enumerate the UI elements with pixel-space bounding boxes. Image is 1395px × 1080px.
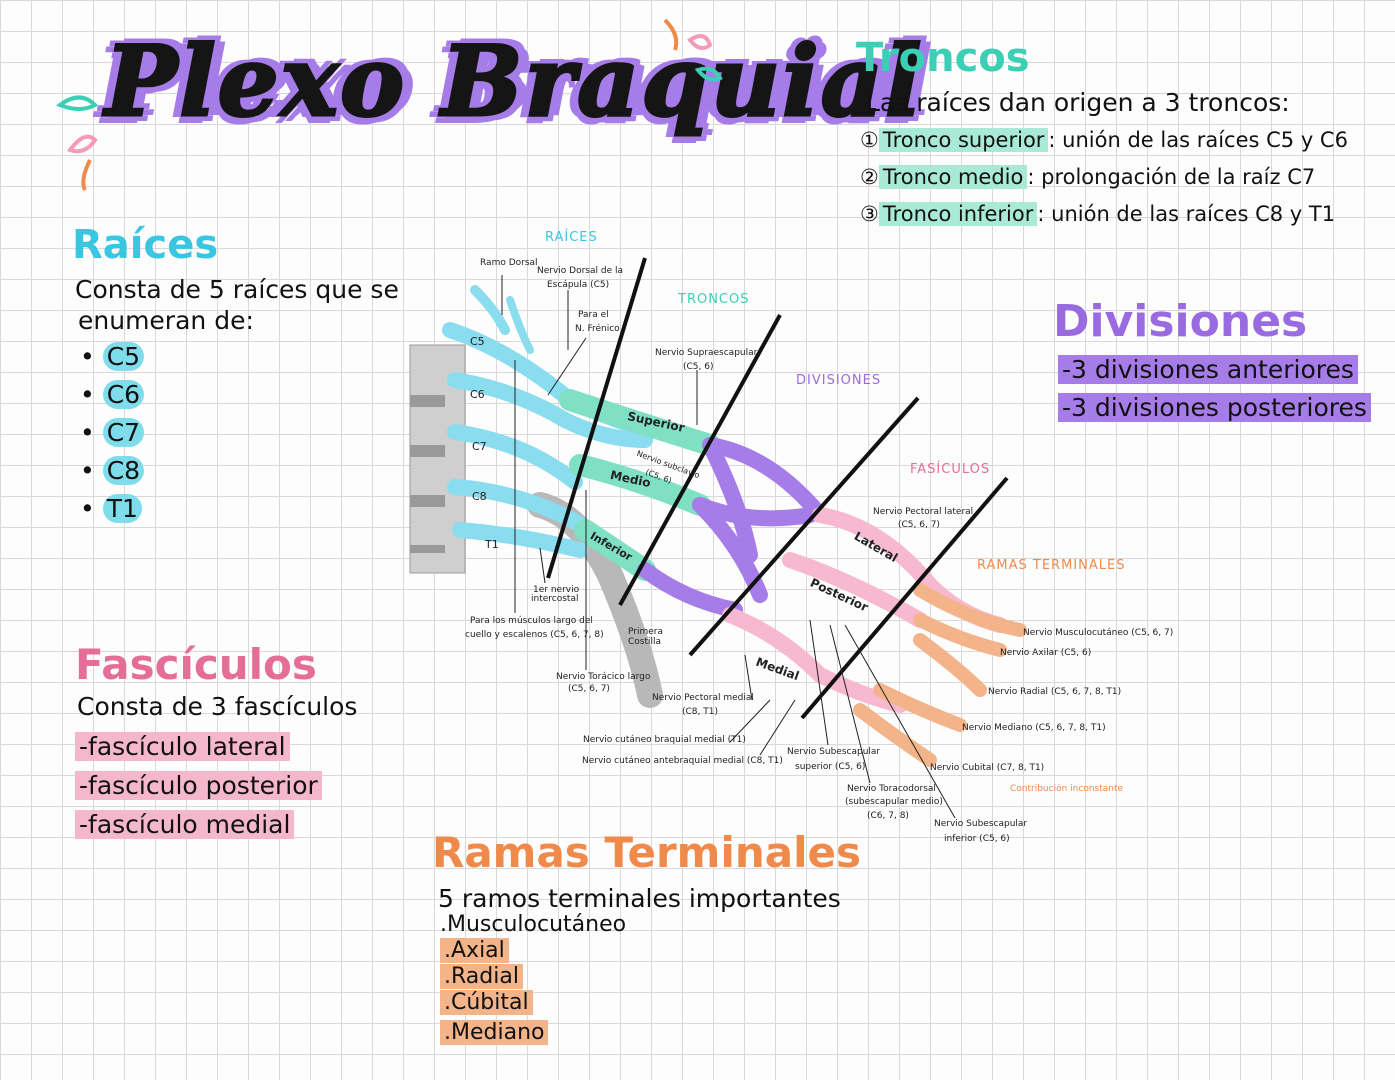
raiz-item: T1 [102, 494, 142, 523]
label-dorsal-escapula-2: Escápula (C5) [547, 280, 610, 290]
label-musculocutaneo: Nervio Musculocutáneo (C5, 6, 7) [1023, 628, 1174, 638]
tronco-name: Tronco inferior [878, 202, 1038, 226]
raices-heading: Raíces [72, 222, 219, 268]
diagram-section-fasciculos: FASÍCULOS [910, 462, 991, 477]
label-toracodorsal-1: Nervio Toracodorsal [847, 784, 936, 794]
divisions [637, 437, 828, 618]
root-label: C7 [472, 440, 487, 453]
label-subescapular-inf-1: Nervio Subescapular [934, 819, 1028, 829]
label-toracodorsal-3: (C6, 7, 8) [867, 811, 909, 821]
label-musculos-1: Para los músculos largo del [470, 616, 593, 626]
label-frenico-1: Para el [578, 310, 609, 320]
root-label: T1 [485, 538, 499, 551]
troncos-heading: Troncos [856, 35, 1030, 81]
troncos-text: Las raíces dan origen a 3 troncos: [866, 88, 1290, 117]
diagram-section-divisiones: DIVISIONES [796, 373, 882, 388]
label-contribucion: Contribución inconstante [1010, 784, 1124, 794]
page-title: Plexo Braquial [103, 24, 924, 140]
label-pectoral-lateral-2: (C5, 6, 7) [898, 520, 940, 530]
label-subescapular-sup-1: Nervio Subescapular [787, 747, 881, 757]
label-toracodorsal-2: (subescapular medio) [845, 797, 943, 807]
rama-item: .Radial [440, 964, 523, 989]
label-musculos-2: cuello y escalenos (C5, 6, 7, 8) [465, 630, 604, 640]
label-cutaneo-antebraquial: Nervio cutáneo antebraquial medial (C8, … [582, 756, 783, 766]
divisiones-list: -3 divisiones anteriores -3 divisiones p… [1058, 355, 1371, 431]
label-pectoral-medial-1: Nervio Pectoral medial [652, 693, 754, 703]
rama-item: .Musculocutáneo [440, 912, 627, 937]
rama-item: .Mediano [440, 1020, 549, 1045]
rama-item: .Axial [440, 938, 509, 963]
raices-text-line2: enumeran de: [78, 306, 254, 335]
label-dorsal-escapula-1: Nervio Dorsal de la [537, 266, 623, 276]
fasciculo-item: -fascículo lateral [75, 732, 290, 761]
diagram-section-ramas: RAMAS TERMINALES [977, 558, 1126, 573]
raiz-item: C8 [102, 456, 145, 485]
label-subescapular-inf-2: inferior (C5, 6) [944, 834, 1010, 844]
tronco-desc: : prolongación de la raíz C7 [1027, 165, 1316, 189]
rama-item: .Cúbital [440, 990, 533, 1015]
fasciculos-list: -fascículo lateral -fascículo posterior … [75, 732, 322, 849]
label-ramo-dorsal: Ramo Dorsal [480, 258, 538, 268]
raices-list: • C5 • C6 • C7 • C8 • T1 [80, 342, 145, 532]
root-label: C5 [470, 335, 485, 348]
tronco-name: Tronco superior [878, 128, 1049, 152]
label-pectoral-medial-2: (C8, T1) [682, 707, 718, 717]
label-supraescapular-2: (C5, 6) [683, 362, 714, 372]
label-subescapular-sup-2: superior (C5, 6) [795, 762, 866, 772]
label-radial: Nervio Radial (C5, 6, 7, 8, T1) [988, 687, 1122, 697]
label-cutaneo-braquial: Nervio cutáneo braquial medial (T1) [583, 735, 746, 745]
ramas-text: 5 ramos terminales importantes [438, 884, 841, 913]
division-item: -3 divisiones anteriores [1058, 355, 1358, 384]
diagram-section-raices: RAÍCES [545, 230, 598, 245]
tronco-num: ① [860, 128, 879, 152]
label-intercostal-2: intercostal [531, 594, 579, 604]
fasciculo-item: -fascículo posterior [75, 771, 322, 800]
label-frenico-2: N. Frénico [575, 324, 620, 334]
label-pectoral-lateral-1: Nervio Pectoral lateral [873, 507, 974, 517]
root-label: C8 [472, 490, 487, 503]
raices-text-line1: Consta de 5 raíces que se [75, 275, 399, 304]
terminal-branches [853, 583, 1027, 767]
label-supraescapular-1: Nervio Supraescapular [655, 348, 758, 358]
label-axilar: Nervio Axilar (C5, 6) [1000, 648, 1092, 658]
raiz-item: C6 [102, 380, 145, 409]
label-toracico-2: (C5, 6, 7) [568, 684, 610, 694]
tronco-desc: : unión de las raíces C8 y T1 [1037, 202, 1336, 226]
fasciculos-text: Consta de 3 fascículos [77, 692, 358, 721]
label-cubital: Nervio Cubital (C7, 8, T1) [930, 763, 1045, 773]
tronco-num: ③ [860, 202, 879, 226]
ramas-list: .Musculocutáneo .Axial .Radial .Cúbital … [440, 912, 626, 1046]
divisiones-heading: Divisiones [1053, 296, 1308, 347]
ramas-heading: Ramas Terminales [432, 828, 861, 877]
division-item: -3 divisiones posteriores [1058, 393, 1371, 422]
diagram-section-troncos: TRONCOS [678, 292, 750, 307]
raiz-item: C7 [102, 418, 145, 447]
pointer-lines [501, 275, 956, 819]
tronco-num: ② [860, 165, 879, 189]
fasciculo-item: -fascículo medial [75, 810, 295, 839]
label-mediano: Nervio Mediano (C5, 6, 7, 8, T1) [962, 723, 1106, 733]
tronco-desc: : unión de las raíces C5 y C6 [1048, 128, 1348, 152]
label-intercostal-1: 1er nervio [533, 585, 580, 595]
section-lines [546, 257, 1009, 720]
fasciculos-heading: Fascículos [75, 640, 317, 689]
tronco-name: Tronco medio [878, 165, 1028, 189]
label-toracico-1: Nervio Torácico largo [556, 672, 651, 682]
decorative-droplets [55, 18, 723, 191]
raiz-item: C5 [102, 342, 145, 371]
root-label: C6 [470, 388, 485, 401]
first-rib-label: Primera Costilla [628, 627, 663, 647]
